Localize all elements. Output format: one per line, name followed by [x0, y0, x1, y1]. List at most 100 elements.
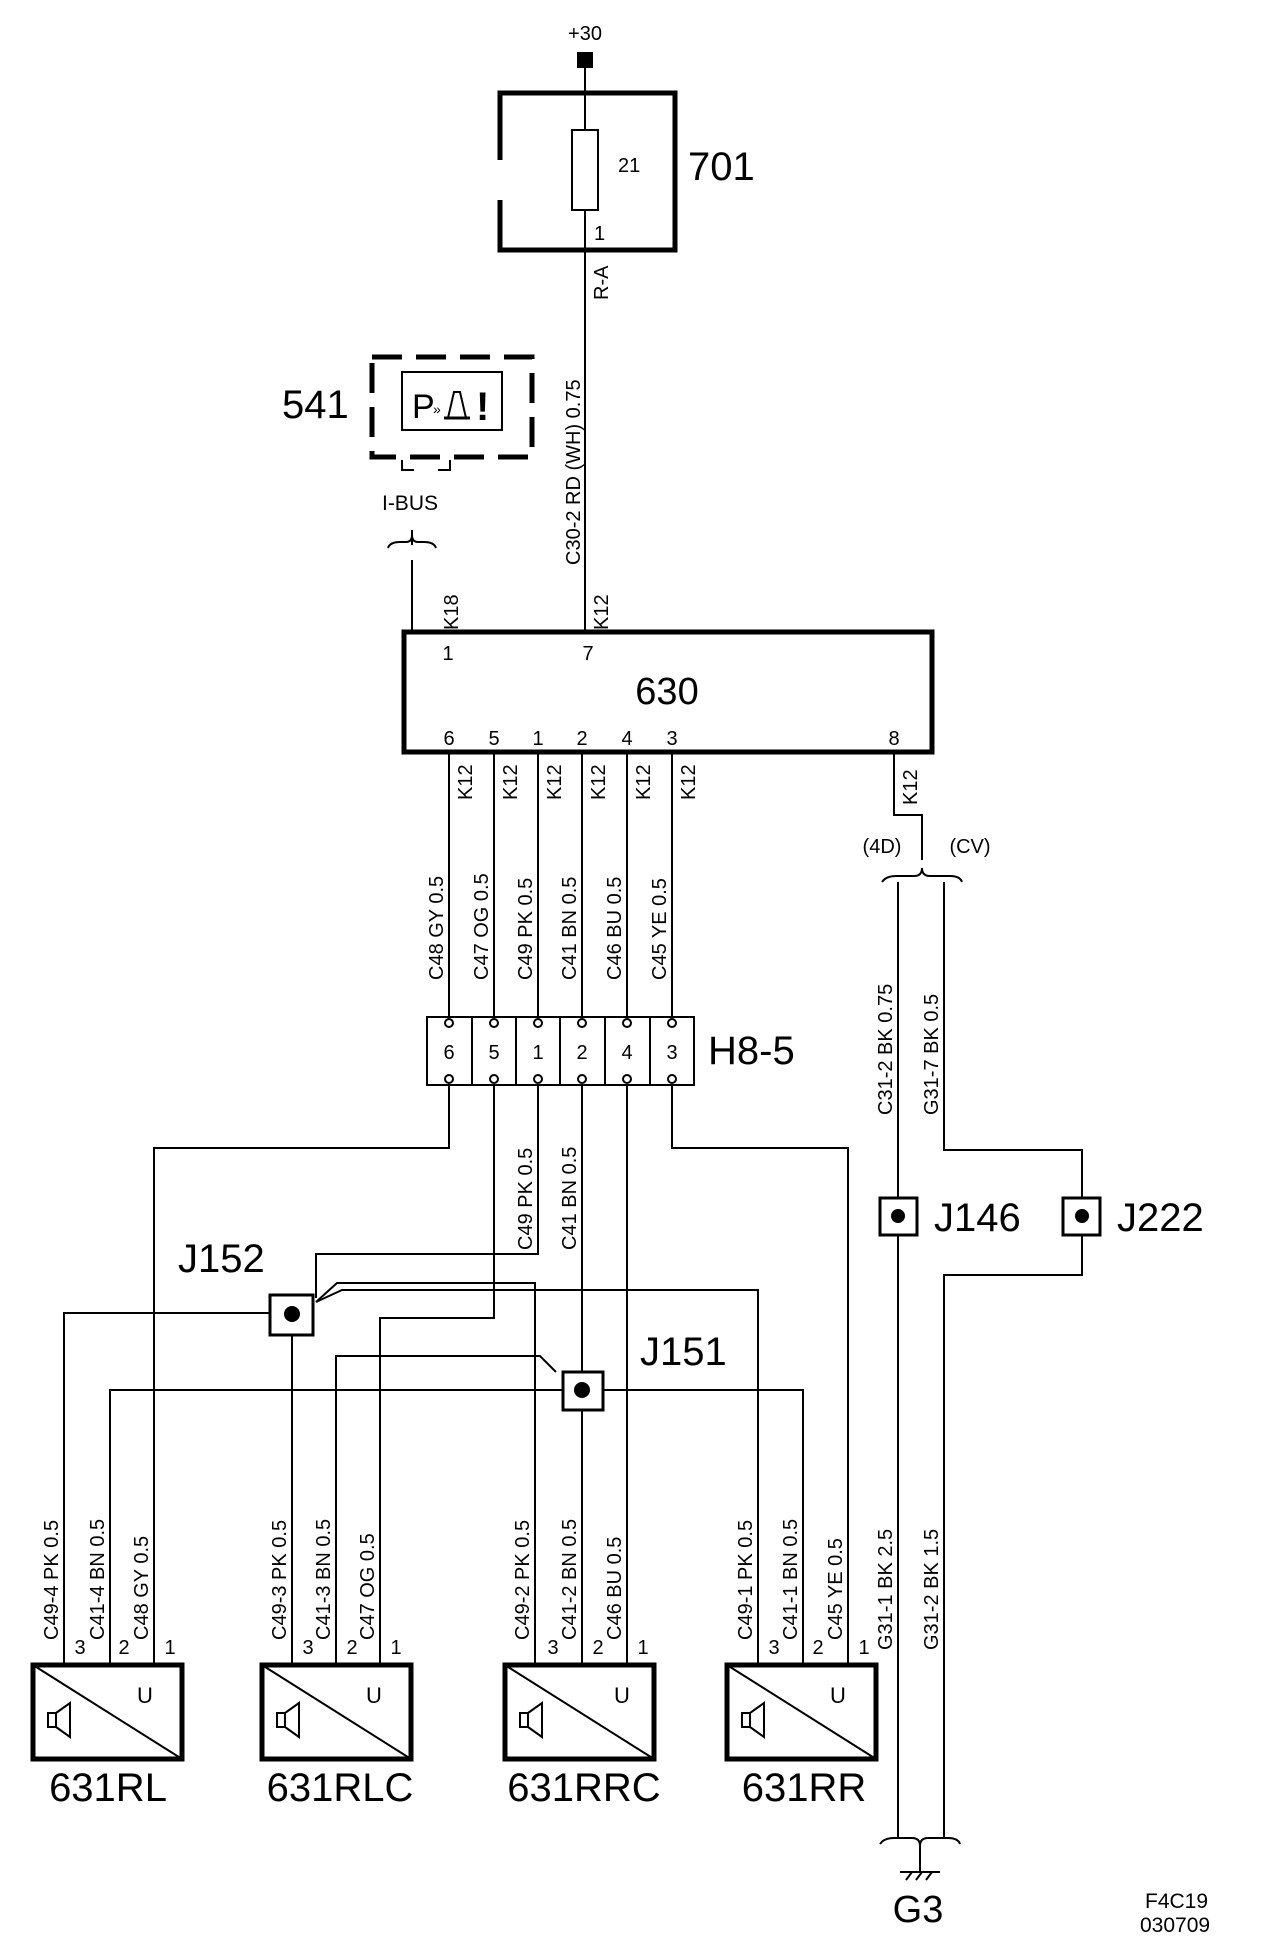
module-pin-1: 1 — [442, 643, 453, 665]
svg-text:U: U — [366, 1683, 382, 1708]
wire-label-c31-2: C31-2 BK 0.75 — [875, 984, 897, 1115]
module-pin-2: 2 — [576, 728, 587, 750]
wire-label-c48: C48 GY 0.5 — [426, 876, 448, 980]
module-pin-8: 8 — [888, 728, 899, 750]
wire-label-c46: C46 BU 0.5 — [604, 877, 626, 980]
svg-text:C41-3 BN 0.5: C41-3 BN 0.5 — [313, 1519, 335, 1640]
module-pin-3: 3 — [666, 728, 677, 750]
svg-text:C47 OG 0.5: C47 OG 0.5 — [357, 1533, 379, 1640]
junction-j222: J222 — [1061, 1196, 1204, 1240]
svg-text:U: U — [614, 1683, 630, 1708]
junction-j152: J152 — [178, 1237, 315, 1337]
svg-text:6: 6 — [443, 1042, 454, 1064]
sensor-label-631rl: 631RL — [49, 1766, 167, 1810]
svg-text:3: 3 — [74, 1637, 85, 1659]
doc-code: F4C19 — [1145, 1890, 1208, 1913]
svg-text:2: 2 — [592, 1637, 603, 1659]
fuse-box-label: 701 — [688, 145, 755, 189]
sensor-label-631rrc: 631RRC — [507, 1766, 660, 1810]
svg-text:5: 5 — [488, 1042, 499, 1064]
module-pin-6: 6 — [443, 728, 454, 750]
svg-text:C49-3 PK 0.5: C49-3 PK 0.5 — [269, 1520, 291, 1640]
module-pin-5: 5 — [488, 728, 499, 750]
svg-text:J222: J222 — [1117, 1196, 1204, 1240]
svg-text:J146: J146 — [934, 1196, 1021, 1240]
svg-text:1: 1 — [164, 1637, 175, 1659]
svg-text:H8-5: H8-5 — [708, 1029, 795, 1073]
svg-text:+30: +30 — [568, 23, 602, 45]
sensor-631rl: C49-4 PK 0.5 C41-4 BN 0.5 C48 GY 0.5 3 2… — [30, 1519, 185, 1810]
svg-text:!: ! — [476, 385, 489, 429]
speaker-icon — [519, 1701, 543, 1739]
svg-text:C41-4 BN 0.5: C41-4 BN 0.5 — [87, 1519, 109, 1640]
svg-text:1: 1 — [858, 1637, 869, 1659]
conn-tag-5: K12 — [500, 764, 522, 800]
svg-text:2: 2 — [812, 1637, 823, 1659]
svg-text:C49-1 PK 0.5: C49-1 PK 0.5 — [735, 1520, 757, 1640]
conn-tag-1: K12 — [544, 764, 566, 800]
sensor-label-631rlc: 631RLC — [267, 1766, 414, 1810]
svg-text:1: 1 — [390, 1637, 401, 1659]
variant-4d: (4D) — [863, 836, 902, 858]
svg-text:C46 BU 0.5: C46 BU 0.5 — [604, 1537, 626, 1640]
fuse-wire-ref: R-A — [591, 265, 613, 300]
ibus-label: I-BUS — [382, 492, 438, 515]
module-label: 630 — [635, 671, 698, 713]
conn-tag-2: K12 — [588, 764, 610, 800]
svg-text:C49-4 PK 0.5: C49-4 PK 0.5 — [41, 1520, 63, 1640]
sensor-631rrc: C49-2 PK 0.5 C41-2 BN 0.5 C46 BU 0.5 3 2… — [502, 1519, 661, 1810]
conn-tag-8: K12 — [900, 769, 922, 805]
feed-wire-connector: K12 — [591, 594, 613, 630]
junction-j146: J146 — [878, 1196, 1021, 1240]
control-module-630: 1 7 630 6 5 1 2 4 3 8 — [401, 629, 935, 755]
svg-text:G3: G3 — [893, 1889, 944, 1931]
feed-wire-label: C30-2 RD (WH) 0.75 — [563, 379, 585, 565]
conn-tag-6: K12 — [455, 764, 477, 800]
doc-date: 030709 — [1140, 1914, 1210, 1937]
svg-text:2: 2 — [118, 1637, 129, 1659]
module-wire-bundle — [448, 752, 673, 1017]
display-label: 541 — [282, 383, 349, 427]
wire-label-g31-7: G31-7 BK 0.5 — [921, 994, 943, 1115]
wire-label-c41-branch: C41 BN 0.5 — [559, 1147, 581, 1250]
svg-text:U: U — [830, 1683, 846, 1708]
svg-text:2: 2 — [346, 1637, 357, 1659]
svg-text:3: 3 — [547, 1637, 558, 1659]
wire-label-c47: C47 OG 0.5 — [471, 873, 493, 980]
module-pin-1b: 1 — [532, 728, 543, 750]
svg-text:3: 3 — [768, 1637, 779, 1659]
svg-text:J151: J151 — [640, 1330, 727, 1374]
conn-tag-4: K12 — [633, 764, 655, 800]
svg-text:C45 YE 0.5: C45 YE 0.5 — [825, 1538, 847, 1640]
svg-text:»: » — [433, 401, 441, 417]
supply-terminal: +30 — [568, 23, 602, 68]
wire-label-c45: C45 YE 0.5 — [649, 878, 671, 980]
display-541: P » ! 541 — [282, 354, 535, 471]
svg-text:1: 1 — [532, 1042, 543, 1064]
module-pin-4: 4 — [621, 728, 632, 750]
svg-text:C41-2 BN 0.5: C41-2 BN 0.5 — [559, 1519, 581, 1640]
sensor-631rr: C49-1 PK 0.5 C41-1 BN 0.5 C45 YE 0.5 3 2… — [724, 1519, 879, 1810]
sensor-631rlc: C49-3 PK 0.5 C41-3 BN 0.5 C47 OG 0.5 3 2… — [259, 1519, 414, 1810]
fuse-symbol — [571, 129, 599, 211]
fuse-box-701: 21 701 1 — [497, 90, 755, 253]
module-pin-7: 7 — [582, 643, 593, 665]
sensor-harness — [63, 1085, 849, 1665]
svg-text:2: 2 — [576, 1042, 587, 1064]
speaker-icon — [741, 1701, 765, 1739]
svg-text:3: 3 — [302, 1637, 313, 1659]
svg-text:J152: J152 — [178, 1237, 265, 1281]
svg-text:C41-1 BN 0.5: C41-1 BN 0.5 — [780, 1519, 802, 1640]
speaker-icon — [47, 1701, 71, 1739]
wire-label-c41: C41 BN 0.5 — [559, 877, 581, 980]
junction-j151: J151 — [561, 1330, 727, 1412]
svg-text:C48 GY 0.5: C48 GY 0.5 — [131, 1536, 153, 1640]
svg-text:P: P — [412, 388, 435, 426]
svg-text:U: U — [137, 1683, 153, 1708]
svg-text:C49-2 PK 0.5: C49-2 PK 0.5 — [512, 1520, 534, 1640]
wire-label-g31-1: G31-1 BK 2.5 — [875, 1529, 897, 1650]
sensor-label-631rr: 631RR — [742, 1766, 867, 1810]
svg-text:1: 1 — [637, 1637, 648, 1659]
svg-text:4: 4 — [621, 1042, 632, 1064]
